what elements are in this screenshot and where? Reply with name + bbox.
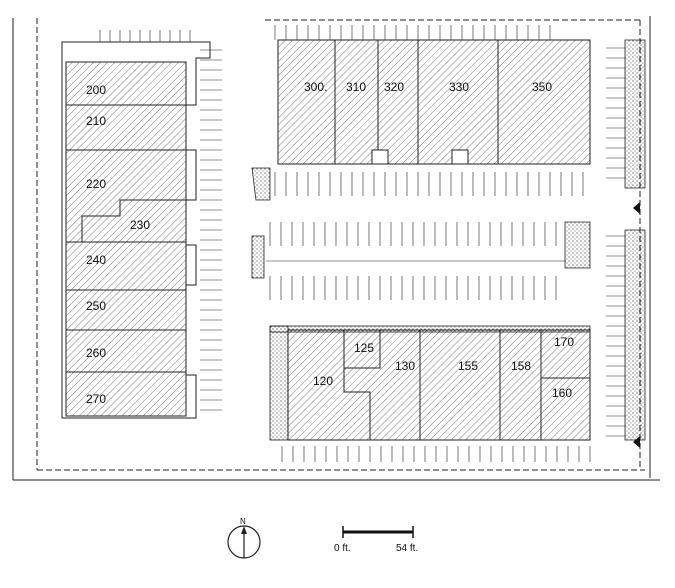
unit-label: 210 bbox=[86, 114, 106, 128]
unit-label: 158 bbox=[511, 359, 531, 373]
north-arrow-head bbox=[241, 526, 247, 534]
north-label: N bbox=[240, 517, 246, 526]
west-building bbox=[61, 41, 211, 419]
unit-label: 120 bbox=[313, 374, 333, 388]
landscape-islands bbox=[251, 39, 646, 441]
unit-label: 300. bbox=[304, 80, 327, 94]
unit-label: 155 bbox=[458, 359, 478, 373]
unit-label: 160 bbox=[552, 386, 572, 400]
scale-start-label: 0 ft. bbox=[334, 543, 351, 554]
north-building bbox=[277, 39, 591, 165]
scale-end-label: 54 ft. bbox=[396, 543, 418, 554]
parking-stalls bbox=[99, 25, 626, 462]
unit-label: 230 bbox=[130, 218, 150, 232]
south-building bbox=[287, 329, 591, 441]
unit-label: 330 bbox=[449, 80, 469, 94]
driveway-arrows bbox=[633, 202, 640, 448]
unit-label: 260 bbox=[86, 346, 106, 360]
unit-label: 350 bbox=[532, 80, 552, 94]
unit-label: 220 bbox=[86, 177, 106, 191]
unit-label: 200 bbox=[86, 83, 106, 97]
unit-labels: 200 210 220 230 240 250 260 270 300. 310… bbox=[86, 80, 574, 406]
scale-bar: 0 ft. 54 ft. bbox=[334, 526, 418, 554]
unit-label: 310 bbox=[346, 80, 366, 94]
unit-label: 130 bbox=[395, 359, 415, 373]
unit-label: 125 bbox=[354, 341, 374, 355]
north-arrow: N bbox=[227, 517, 261, 559]
unit-label: 320 bbox=[384, 80, 404, 94]
unit-label: 240 bbox=[86, 253, 106, 267]
unit-label: 270 bbox=[86, 392, 106, 406]
unit-label: 250 bbox=[86, 299, 106, 313]
unit-label: 170 bbox=[554, 335, 574, 349]
